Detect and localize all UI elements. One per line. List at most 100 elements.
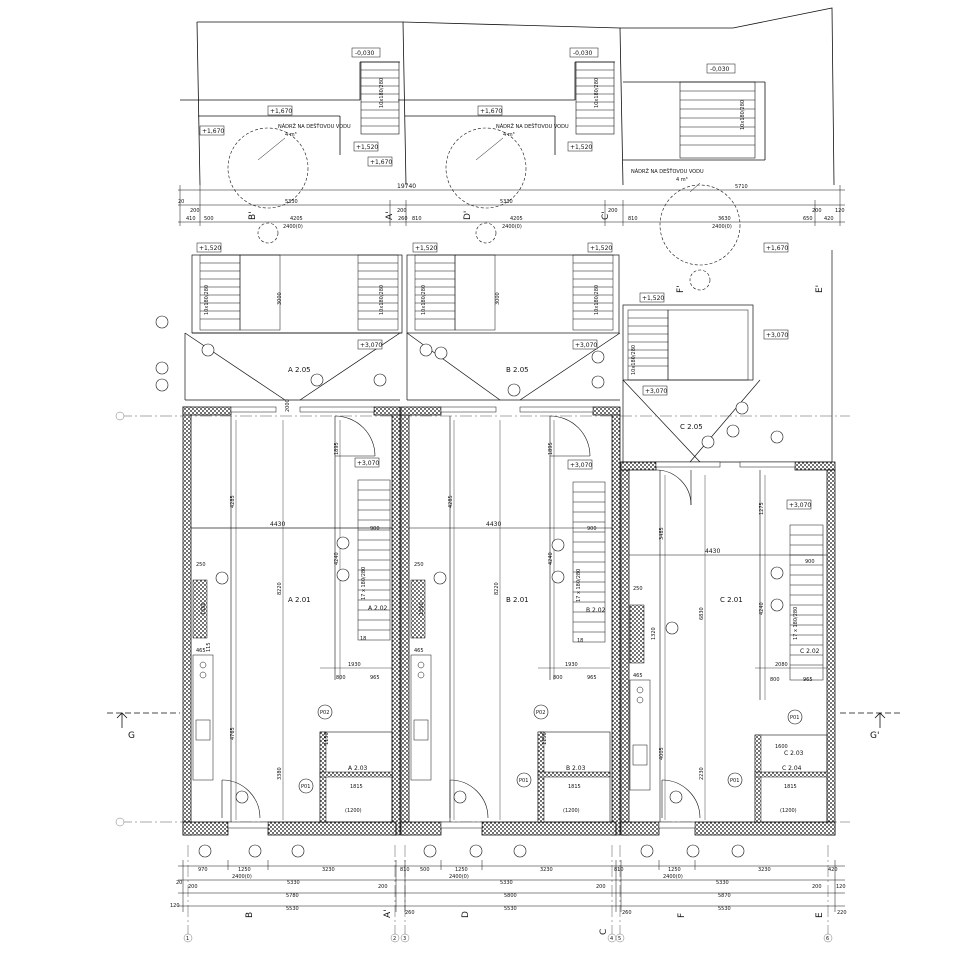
room-a205: A 2.05: [288, 366, 311, 374]
dim-bot-r2-8: 120: [836, 884, 846, 890]
section-g-left: G: [128, 731, 135, 741]
dim-bot-r4-1: 5530: [286, 906, 299, 912]
dim-bot-r1-5: 1250: [455, 867, 468, 873]
tag-p01-c: P01: [730, 778, 739, 784]
level-step-a2: +1,520: [199, 245, 221, 252]
dim-overall: 19740: [397, 183, 416, 190]
stair-step-a: 18: [360, 636, 366, 642]
dim-bot-r2-4: 5330: [500, 880, 513, 886]
dim-bot-r3-2: 5870: [718, 893, 731, 899]
dim-1895-a: 1895: [334, 442, 340, 455]
stair-note-b: 17 x 180/280: [576, 569, 582, 602]
cut-b-prime: B': [248, 211, 258, 220]
dim-965-c: 965: [803, 677, 813, 683]
dim-965-a: 965: [370, 675, 380, 681]
dim-top-r1-1: 200: [190, 208, 200, 214]
cut-b-bottom: B: [245, 912, 255, 918]
dim-bot-r1-10: 420: [828, 867, 838, 873]
dim-top-r1-0: 20: [178, 199, 184, 205]
dim-bot-r3-1: 5800: [504, 893, 517, 899]
cut-c-prime: C': [601, 211, 611, 220]
dim-bot-r1-2: 3230: [322, 867, 335, 873]
tag-p02-a: P02: [320, 710, 329, 716]
level-terrace-a2: +1,670: [202, 128, 224, 135]
section-cuts-bottom: B A' D C F E: [245, 909, 825, 935]
cut-f-prime: F': [676, 285, 686, 293]
tank-volume-c: 4 m³: [676, 177, 688, 183]
dim-bot-r1-8: 1250: [668, 867, 681, 873]
dim-4240-a: 4240: [334, 552, 340, 565]
rainwater-tanks: [227, 127, 741, 291]
dim-1200-a: (1200): [345, 808, 362, 814]
dim-bot-r1-1: 1250: [238, 867, 251, 873]
room-a201: A 2.01: [288, 596, 311, 604]
cut-e-bottom: E: [815, 912, 825, 918]
dim-top-r3-2: 2400(0): [712, 224, 732, 230]
dim-bot-r4-2: 260: [405, 910, 415, 916]
bottom-dimension-text: 970 1250 3230 810 500 1250 3230 810 1250…: [170, 867, 847, 916]
dim-1150-a: 1150: [324, 732, 330, 745]
dim-900-a: 900: [370, 526, 380, 532]
dim-bot-r1-0: 970: [198, 867, 208, 873]
dim-top-r2-9: 420: [824, 216, 834, 222]
dim-top-r2-0: 410: [186, 216, 196, 222]
cut-d-bottom: D: [461, 911, 471, 918]
dim-top-r2-2: 4205: [290, 216, 303, 222]
dim-bot-r4-3: 5530: [504, 906, 517, 912]
room-b203: B 2.03: [566, 765, 586, 772]
axis-lines: [120, 415, 850, 940]
dim-bot-r1-6: 3230: [540, 867, 553, 873]
stair-terrace-note-b: 10x180/280: [421, 285, 427, 315]
stair-terrace-note-c: 10x180/280: [631, 345, 637, 375]
dim-depth-a: 8220: [277, 582, 283, 595]
internal-stair-b: [572, 481, 606, 643]
stair-terrace-note-a: 10x180/280: [204, 285, 210, 315]
grid-3: 3: [403, 936, 406, 942]
cut-e-prime: E': [815, 285, 825, 293]
tank-label-a: NÁDRŽ NA DEŠŤOVOU VODU: [278, 122, 351, 130]
dim-900-c: 900: [805, 559, 815, 565]
dim-bot-door-c: 2400(0): [663, 874, 683, 880]
dim-bot-r2-3: 200: [378, 884, 388, 890]
terrace-stairs: [199, 254, 749, 381]
grid-2: 2: [393, 936, 396, 942]
dim-1200-c: (1200): [780, 808, 797, 814]
level-terrace-a: +1,670: [270, 108, 292, 115]
dim-1550-a: 1550: [201, 602, 207, 615]
dim-top-r2-7: 3630: [718, 216, 731, 222]
grid-bubbles: [115, 411, 833, 943]
dim-bot-r4-0: 120: [170, 903, 180, 909]
dim-465-a: 465: [196, 648, 206, 654]
dim-115-a: 115: [206, 642, 212, 652]
cut-a-prime: A': [385, 211, 395, 220]
level-tags-top: -0,030 -0,030 -0,030 +1,670 +1,670 +1,67…: [199, 47, 736, 167]
level-step-b2: +1,520: [415, 245, 437, 252]
room-c204: C 2.04: [782, 765, 802, 772]
room-c203: C 2.03: [784, 750, 804, 757]
dim-1930-a: 1930: [348, 662, 361, 668]
dim-top-r2-8: 650: [803, 216, 813, 222]
stair-upper-note-b: 10x180/280: [594, 78, 600, 108]
bottom-dimension-lines: [178, 860, 845, 912]
dim-1600-c: 1600: [775, 744, 788, 750]
tank-volume-b: 4 m³: [503, 132, 515, 138]
room-labels: A 2.01 B 2.01 C 2.01 A 2.02 B 2.02 C 2.0…: [288, 596, 820, 772]
garden-stair-c: [679, 81, 756, 159]
dim-bot-r2-2: 5330: [287, 880, 300, 886]
room-c201: C 2.01: [720, 596, 743, 604]
dim-width-b: 4430: [486, 521, 501, 528]
dim-bot-r2-6: 5330: [716, 880, 729, 886]
dim-top-r1-6: 5710: [735, 184, 748, 190]
dim-3000-b: 3000: [495, 292, 501, 305]
dim-top-r2-3: 260: [398, 216, 408, 222]
dim-800-b: 800: [553, 675, 563, 681]
dim-1930-b: 1930: [565, 662, 578, 668]
dim-1895-b: 1895: [548, 442, 554, 455]
level-step-a: +1,520: [356, 144, 378, 151]
dim-3380-a: 3380: [277, 767, 283, 780]
level-terrace-b: +1,670: [480, 108, 502, 115]
level-upper-a2: +3,070: [357, 460, 379, 467]
dim-bot-door-b: 2400(0): [449, 874, 469, 880]
tag-p02-b: P02: [536, 710, 545, 716]
